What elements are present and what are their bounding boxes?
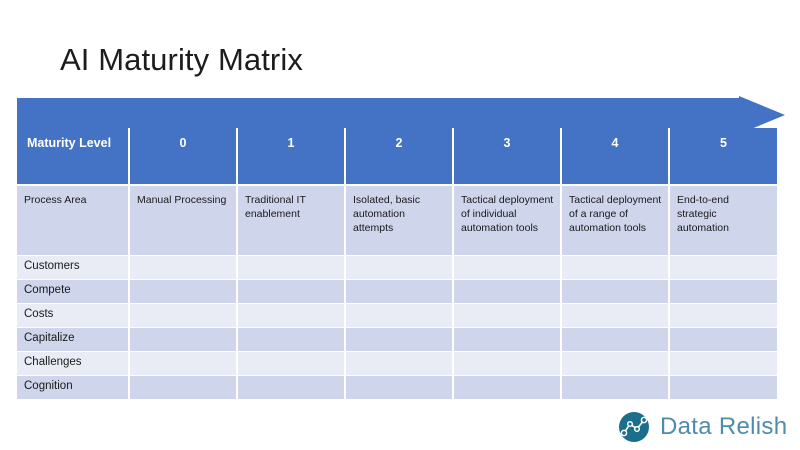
table-row: Compete — [17, 279, 777, 303]
table-row: Customers — [17, 255, 777, 279]
cell-costs-3[interactable] — [454, 303, 562, 327]
cell-customers-1[interactable] — [238, 255, 346, 279]
desc-level-0: Manual Processing — [130, 186, 238, 255]
cell-capitalize-1[interactable] — [238, 327, 346, 351]
header-level-5: 5 — [670, 128, 777, 186]
cell-capitalize-2[interactable] — [346, 327, 454, 351]
desc-level-3: Tactical deployment of individual automa… — [454, 186, 562, 255]
header-level-0: 0 — [130, 128, 238, 186]
cell-challenges-4[interactable] — [562, 351, 670, 375]
header-maturity-level: Maturity Level — [17, 128, 130, 186]
ai-maturity-matrix-table: Maturity Level 0 1 2 3 4 5 Process Area … — [17, 128, 777, 399]
table-row: Costs — [17, 303, 777, 327]
cell-compete-2[interactable] — [346, 279, 454, 303]
table-header-row: Maturity Level 0 1 2 3 4 5 — [17, 128, 777, 186]
cell-cognition-3[interactable] — [454, 375, 562, 399]
cell-cognition-2[interactable] — [346, 375, 454, 399]
cell-customers-4[interactable] — [562, 255, 670, 279]
brand-logo: Data Relish — [618, 411, 787, 443]
cell-capitalize-4[interactable] — [562, 327, 670, 351]
cell-costs-2[interactable] — [346, 303, 454, 327]
desc-level-2: Isolated, basic automation attempts — [346, 186, 454, 255]
brand-name: Data Relish — [660, 413, 788, 440]
table-row: Cognition — [17, 375, 777, 399]
cell-capitalize-0[interactable] — [130, 327, 238, 351]
cell-cognition-0[interactable] — [130, 375, 238, 399]
row-label-costs: Costs — [17, 303, 130, 327]
cell-cognition-1[interactable] — [238, 375, 346, 399]
cell-cognition-5[interactable] — [670, 375, 777, 399]
header-level-4: 4 — [562, 128, 670, 186]
header-level-3: 3 — [454, 128, 562, 186]
header-level-2: 2 — [346, 128, 454, 186]
cell-costs-1[interactable] — [238, 303, 346, 327]
cell-customers-3[interactable] — [454, 255, 562, 279]
cell-capitalize-3[interactable] — [454, 327, 562, 351]
cell-compete-0[interactable] — [130, 279, 238, 303]
desc-level-5: End-to-end strategic automation — [670, 186, 777, 255]
header-level-1: 1 — [238, 128, 346, 186]
desc-level-1: Traditional IT enablement — [238, 186, 346, 255]
table-description-row: Process Area Manual Processing Tradition… — [17, 186, 777, 255]
cell-customers-2[interactable] — [346, 255, 454, 279]
line-chart-circle-icon — [619, 412, 649, 442]
desc-level-4: Tactical deployment of a range of automa… — [562, 186, 670, 255]
cell-customers-5[interactable] — [670, 255, 777, 279]
cell-costs-5[interactable] — [670, 303, 777, 327]
cell-capitalize-5[interactable] — [670, 327, 777, 351]
cell-customers-0[interactable] — [130, 255, 238, 279]
row-label-compete: Compete — [17, 279, 130, 303]
cell-costs-0[interactable] — [130, 303, 238, 327]
row-label-customers: Customers — [17, 255, 130, 279]
cell-costs-4[interactable] — [562, 303, 670, 327]
table-row: Challenges — [17, 351, 777, 375]
cell-compete-1[interactable] — [238, 279, 346, 303]
cell-challenges-0[interactable] — [130, 351, 238, 375]
cell-challenges-3[interactable] — [454, 351, 562, 375]
row-label-cognition: Cognition — [17, 375, 130, 399]
cell-challenges-2[interactable] — [346, 351, 454, 375]
maturity-progression-arrow-icon — [17, 96, 785, 134]
row-label-challenges: Challenges — [17, 351, 130, 375]
row-label-capitalize: Capitalize — [17, 327, 130, 351]
cell-cognition-4[interactable] — [562, 375, 670, 399]
table-row: Capitalize — [17, 327, 777, 351]
cell-compete-3[interactable] — [454, 279, 562, 303]
cell-compete-4[interactable] — [562, 279, 670, 303]
cell-challenges-5[interactable] — [670, 351, 777, 375]
cell-challenges-1[interactable] — [238, 351, 346, 375]
page-title: AI Maturity Matrix — [60, 42, 303, 77]
desc-process-area: Process Area — [17, 186, 130, 255]
cell-compete-5[interactable] — [670, 279, 777, 303]
